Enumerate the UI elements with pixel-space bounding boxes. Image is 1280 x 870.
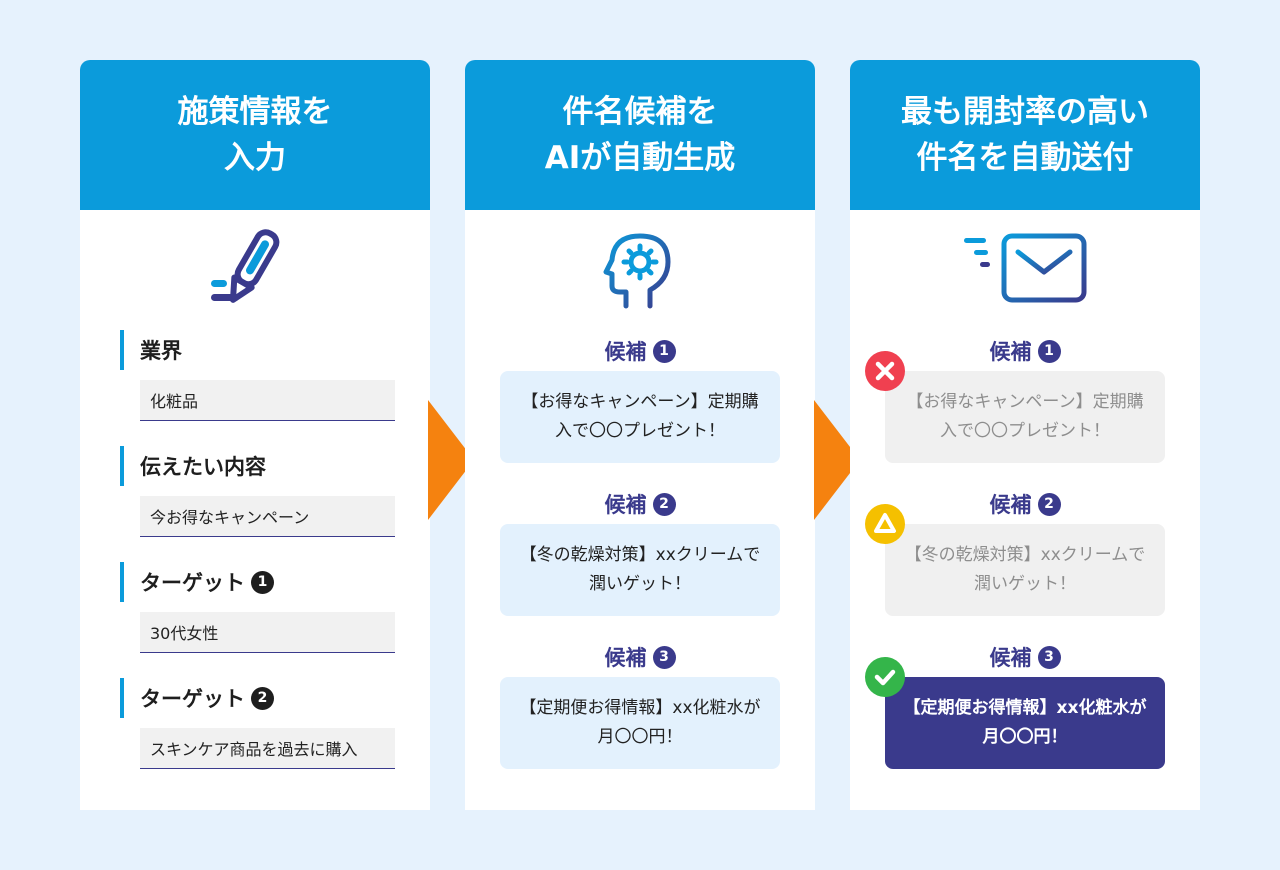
candidate-1-box: 【お得なキャンペーン】定期購入で〇〇プレゼント！ — [500, 371, 780, 463]
check-mark-icon — [865, 657, 905, 697]
pencil-icon — [80, 228, 430, 312]
field-industry-label: 業界 — [120, 330, 395, 370]
result-3-label: 候補 3 — [850, 642, 1200, 672]
field-industry: 業界 化粧品 — [120, 330, 395, 421]
field-message: 伝えたい内容 今お得なキャンペーン — [120, 446, 395, 537]
candidate-2-box: 【冬の乾燥対策】xxクリームで潤いゲット！ — [500, 524, 780, 616]
field-target-2-value: スキンケア商品を過去に購入 — [140, 728, 395, 769]
candidate-2-label: 候補 2 — [465, 489, 815, 519]
number-badge: 2 — [652, 492, 676, 516]
step-send-card: 最も開封率の高い 件名を自動送付 候補 1 【お得なキャンペーン】定期購入で〇〇… — [850, 60, 1200, 810]
field-target-2-label: ターゲット 2 — [120, 678, 395, 718]
result-1-label: 候補 1 — [850, 336, 1200, 366]
field-target-1-value: 30代女性 — [140, 612, 395, 653]
candidate-3-box: 【定期便お得情報】xx化粧水が月〇〇円！ — [500, 677, 780, 769]
field-target-1: ターゲット 1 30代女性 — [120, 562, 395, 653]
ai-head-icon — [465, 228, 815, 312]
field-target-1-label: ターゲット 1 — [120, 562, 395, 602]
step-input-title: 施策情報を 入力 — [80, 60, 430, 210]
field-target-2: ターゲット 2 スキンケア商品を過去に購入 — [120, 678, 395, 769]
number-badge: 2 — [1037, 492, 1061, 516]
candidate-3-label: 候補 3 — [465, 642, 815, 672]
result-2-box: 【冬の乾燥対策】xxクリームで潤いゲット！ — [885, 524, 1165, 616]
number-badge: 1 — [1037, 339, 1061, 363]
number-badge: 2 — [251, 686, 274, 710]
arrow-right-icon — [814, 400, 860, 520]
field-industry-value: 化粧品 — [140, 380, 395, 421]
number-badge: 3 — [652, 645, 676, 669]
field-message-value: 今お得なキャンペーン — [140, 496, 395, 537]
triangle-mark-icon — [865, 504, 905, 544]
result-3-box: 【定期便お得情報】xx化粧水が月〇〇円！ — [885, 677, 1165, 769]
mail-send-icon — [850, 228, 1200, 312]
result-2-label: 候補 2 — [850, 489, 1200, 519]
number-badge: 1 — [251, 570, 274, 594]
step-generate-title: 件名候補を AIが自動生成 — [465, 60, 815, 210]
candidate-1-label: 候補 1 — [465, 336, 815, 366]
field-message-label: 伝えたい内容 — [120, 446, 395, 486]
result-1-box: 【お得なキャンペーン】定期購入で〇〇プレゼント！ — [885, 371, 1165, 463]
step-input-card: 施策情報を 入力 業界 化粧品 伝えたい内容 今お得なキャンペーン ターゲット … — [80, 60, 430, 810]
number-badge: 1 — [652, 339, 676, 363]
cross-mark-icon — [865, 351, 905, 391]
arrow-right-icon — [428, 400, 474, 520]
step-send-title: 最も開封率の高い 件名を自動送付 — [850, 60, 1200, 210]
step-generate-card: 件名候補を AIが自動生成 候 — [465, 60, 815, 810]
number-badge: 3 — [1037, 645, 1061, 669]
